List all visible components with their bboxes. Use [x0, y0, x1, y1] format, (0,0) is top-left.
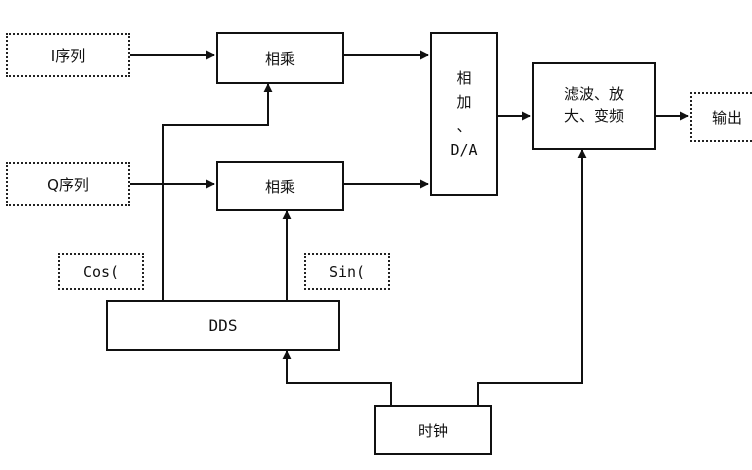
wire-dds-cos	[162, 83, 273, 300]
q-sequence-label: Q序列	[47, 175, 89, 194]
sum-da-line-4: D/A	[450, 141, 478, 159]
sum-da-block: 相 加 、 D/A	[430, 32, 498, 196]
i-sequence-block: I序列	[6, 33, 130, 77]
filter-amp-line-2: 大、变频	[563, 107, 624, 125]
wire-clock-to-dds	[282, 350, 392, 405]
sum-da-line-1: 相	[456, 69, 472, 87]
sum-da-line-3: 、	[456, 117, 472, 135]
dds-label: DDS	[208, 316, 238, 335]
multiplier-bottom-block: 相乘	[216, 161, 344, 211]
clock-label: 时钟	[417, 421, 448, 440]
sum-da-line-2: 加	[456, 93, 472, 111]
multiplier-bottom-label: 相乘	[264, 177, 295, 196]
multiplier-top-block: 相乘	[216, 32, 344, 84]
filter-amp-block: 滤波、放 大、变频	[532, 62, 656, 150]
sin-label: Sin(	[328, 262, 366, 281]
i-sequence-label: I序列	[50, 46, 86, 65]
cos-label-box: Cos(	[58, 253, 144, 290]
output-label: 输出	[712, 108, 743, 127]
sin-label-box: Sin(	[304, 253, 390, 290]
filter-amp-line-1: 滤波、放	[563, 85, 624, 104]
clock-block: 时钟	[374, 405, 492, 455]
multiplier-top-label: 相乘	[264, 49, 295, 68]
q-sequence-block: Q序列	[6, 162, 130, 206]
dds-block: DDS	[106, 300, 340, 351]
output-block: 输出	[690, 92, 752, 142]
wire-clock-to-filter	[477, 149, 587, 405]
cos-label: Cos(	[82, 262, 120, 281]
